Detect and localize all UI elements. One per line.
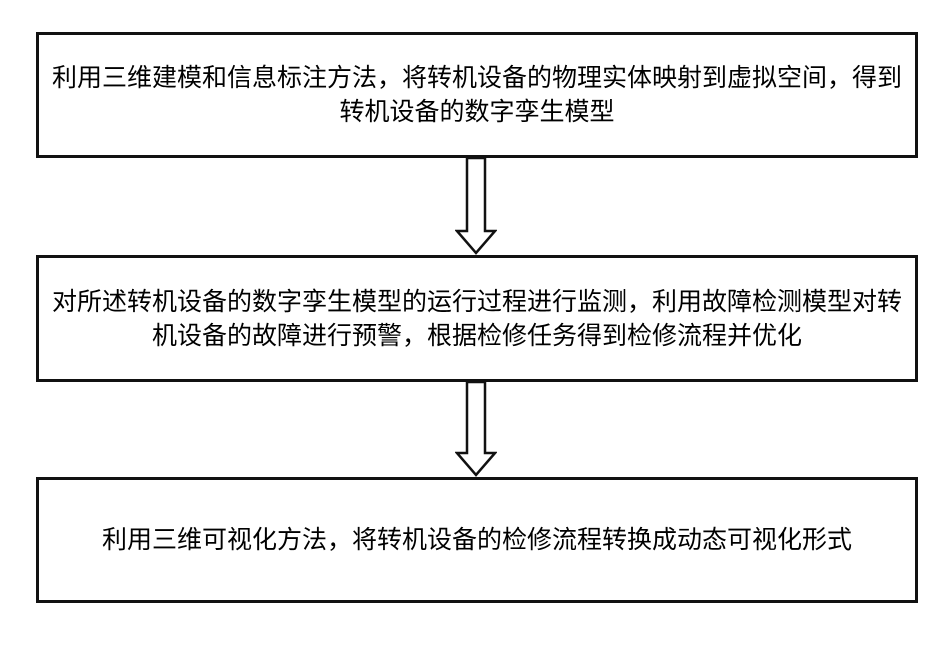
down-arrow-icon (455, 158, 497, 255)
flow-step-1-text: 利用三维建模和信息标注方法，将转机设备的物理实体映射到虚拟空间，得到转机设备的数… (49, 61, 905, 129)
flow-step-1: 利用三维建模和信息标注方法，将转机设备的物理实体映射到虚拟空间，得到转机设备的数… (36, 32, 918, 158)
flow-step-2: 对所述转机设备的数字孪生模型的运行过程进行监测，利用故障检测模型对转机设备的故障… (36, 255, 918, 382)
flow-step-3: 利用三维可视化方法，将转机设备的检修流程转换成动态可视化形式 (36, 477, 918, 603)
down-arrow-icon (455, 382, 497, 477)
flow-step-3-text: 利用三维可视化方法，将转机设备的检修流程转换成动态可视化形式 (102, 523, 852, 557)
flow-step-2-text: 对所述转机设备的数字孪生模型的运行过程进行监测，利用故障检测模型对转机设备的故障… (49, 285, 905, 353)
